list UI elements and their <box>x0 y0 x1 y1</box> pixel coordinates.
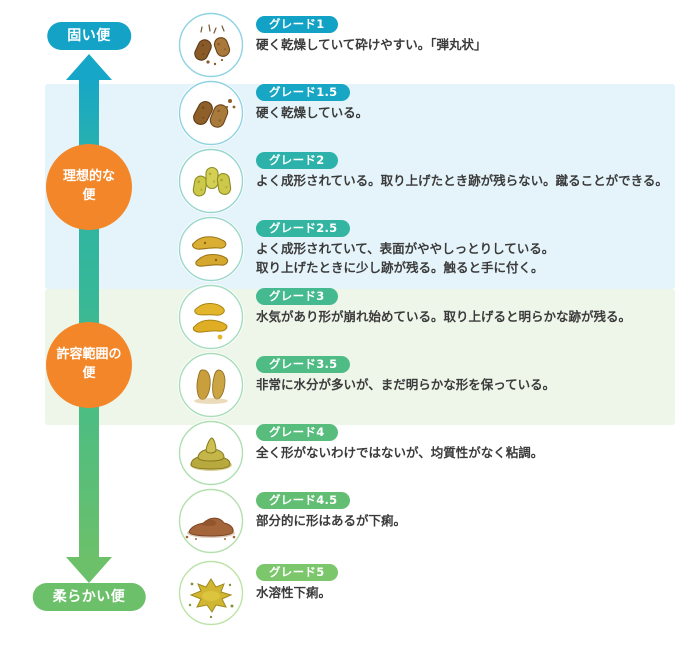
zone-ideal-line2: 便 <box>82 188 96 203</box>
grade-row: グレード1 硬く乾燥していて砕けやすい。「弾丸状」 <box>178 12 700 80</box>
grade-description: 水気があり形が崩れ始めている。取り上げると明らかな跡が残る。 <box>256 309 632 324</box>
grade-info: グレード2 よく成形されている。取り上げたとき跡が残らない。蹴ることができる。 <box>256 148 696 191</box>
zone-acceptable: 許容範囲の 便 <box>46 322 132 408</box>
grade-description: よく成形されていて、表面がややしっとりしている。 取り上げたときに少し跡が残る。… <box>256 241 555 275</box>
grade-row: グレード2 よく成形されている。取り上げたとき跡が残らない。蹴ることができる。 <box>178 148 700 216</box>
grade-info: グレード1.5 硬く乾燥している。 <box>256 80 696 123</box>
grade-badge: グレード5 <box>256 564 338 581</box>
stool-grade-3-5-icon <box>178 352 244 418</box>
consistency-axis: 固い便 柔らかい便 理想的な 便 許容範囲の 便 <box>0 0 178 655</box>
ideal-band <box>45 84 675 289</box>
arrow-up-icon <box>66 54 112 80</box>
grade-badge: グレード4.5 <box>256 492 351 509</box>
grade-info: グレード2.5 よく成形されていて、表面がややしっとりしている。 取り上げたときに… <box>256 216 696 278</box>
axis-top-label: 固い便 <box>47 22 131 50</box>
acceptable-band <box>45 289 675 425</box>
grade-row: グレード3.5 非常に水分が多いが、まだ明らかな形を保っている。 <box>178 352 700 420</box>
stool-grade-4-icon <box>178 420 244 486</box>
grade-row: グレード4.5 部分的に形はあるが下痢。 <box>178 488 700 556</box>
grade-info: グレード5 水溶性下痢。 <box>256 560 696 603</box>
grade-row: グレード2.5 よく成形されていて、表面がややしっとりしている。 取り上げたときに… <box>178 216 700 284</box>
grade-description: 非常に水分が多いが、まだ明らかな形を保っている。 <box>256 377 556 392</box>
stool-grade-1-5-icon <box>178 80 244 146</box>
grade-badge: グレード1 <box>256 16 338 33</box>
zone-ideal-line1: 理想的な <box>62 169 115 185</box>
stool-grade-3-icon <box>178 284 244 350</box>
axis-bottom-label: 柔らかい便 <box>32 583 146 611</box>
grade-description: 水溶性下痢。 <box>256 585 332 600</box>
grade-info: グレード1 硬く乾燥していて砕けやすい。「弾丸状」 <box>256 12 696 55</box>
zone-ideal: 理想的な 便 <box>46 144 132 230</box>
grade-description: 硬く乾燥していて砕けやすい。「弾丸状」 <box>256 37 487 52</box>
grade-row: グレード4 全く形がないわけではないが、均質性がなく粘調。 <box>178 420 700 488</box>
grade-info: グレード4 全く形がないわけではないが、均質性がなく粘調。 <box>256 420 696 463</box>
grade-row: グレード3 水気があり形が崩れ始めている。取り上げると明らかな跡が残る。 <box>178 284 700 352</box>
grade-badge: グレード4 <box>256 424 338 441</box>
grade-description: よく成形されている。取り上げたとき跡が残らない。蹴ることができる。 <box>256 173 668 188</box>
grade-badge: グレード1.5 <box>256 84 351 101</box>
grade-info: グレード3.5 非常に水分が多いが、まだ明らかな形を保っている。 <box>256 352 696 395</box>
grade-description: 部分的に形はあるが下痢。 <box>256 513 407 528</box>
grade-badge: グレード2 <box>256 152 338 169</box>
arrow-down-icon <box>66 557 112 583</box>
stool-grade-4-5-icon <box>178 488 244 554</box>
stool-grade-1-icon <box>178 12 244 78</box>
grade-info: グレード4.5 部分的に形はあるが下痢。 <box>256 488 696 531</box>
grade-description: 全く形がないわけではないが、均質性がなく粘調。 <box>256 445 544 460</box>
stool-grade-2-5-icon <box>178 216 244 282</box>
grade-row: グレード1.5 硬く乾燥している。 <box>178 80 700 148</box>
zone-acceptable-line2: 便 <box>82 366 96 381</box>
grade-description: 硬く乾燥している。 <box>256 105 369 120</box>
grade-badge: グレード2.5 <box>256 220 351 237</box>
grade-row: グレード5 水溶性下痢。 <box>178 560 700 628</box>
grade-info: グレード3 水気があり形が崩れ始めている。取り上げると明らかな跡が残る。 <box>256 284 696 327</box>
grade-badge: グレード3.5 <box>256 356 351 373</box>
stool-grade-5-icon <box>178 560 244 626</box>
stool-grade-2-icon <box>178 148 244 214</box>
grade-badge: グレード3 <box>256 288 338 305</box>
zone-acceptable-line1: 許容範囲の <box>56 347 122 363</box>
